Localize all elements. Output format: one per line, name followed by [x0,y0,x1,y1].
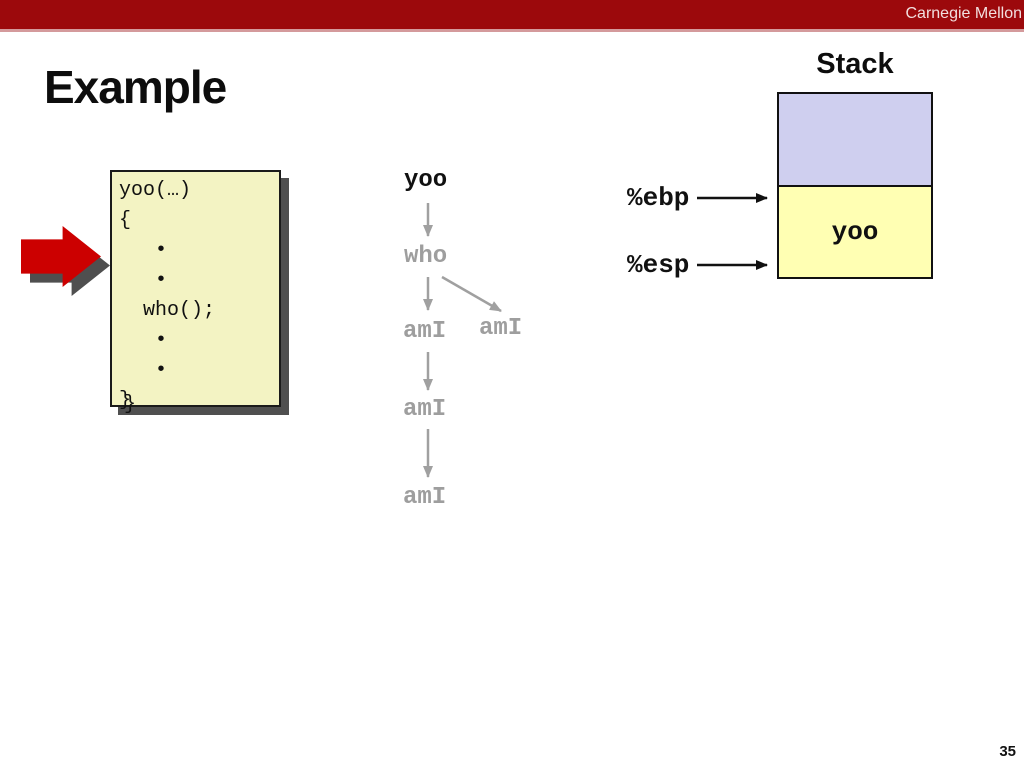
arrow-who-to-amI2 [441,275,502,313]
tree-node-who: who [404,243,448,270]
stack-title: Stack [816,48,894,80]
tree-node-amI-1: amI [403,318,447,345]
code-line: • [119,359,168,382]
tree-node-yoo: yoo [404,167,448,194]
code-line: • [119,239,168,262]
stack-box: yoo [777,92,933,279]
tree-node-amI-3: amI [403,396,447,423]
code-line: • [119,269,168,292]
tree-node-amI-2: amI [479,315,523,342]
header-bar [0,0,1024,29]
header-bar-underline [0,29,1024,32]
code-line: yoo(…) [119,179,192,202]
page-number: 35 [999,743,1016,760]
brand-label: Carnegie Mellon [905,5,1022,22]
code-line: { [119,209,132,232]
page-title: Example [44,61,227,113]
code-box: yoo(…) { • • who(); • • } [110,170,281,412]
stack-frame-empty [779,94,931,187]
register-label-esp: %esp [627,250,690,280]
code-line: • [119,329,168,352]
stack-frame-yoo: yoo [779,187,931,277]
tree-node-amI-4: amI [403,484,447,511]
code-line: who(); [119,299,216,322]
code-line: } [119,389,132,412]
overlapping-brace: } [124,393,137,416]
register-label-ebp: %ebp [627,183,690,213]
